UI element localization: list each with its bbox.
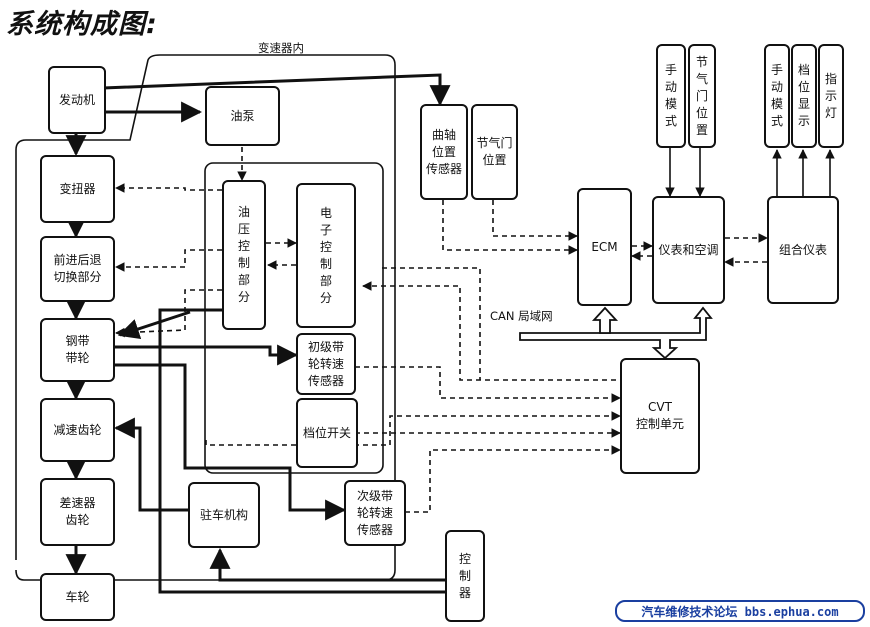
ele-char-5: 部 xyxy=(319,273,332,288)
ecm-block: ECM xyxy=(577,188,632,306)
il-char-1: 指 xyxy=(824,71,837,86)
cvt-line-2: 控制单元 xyxy=(635,417,684,431)
mm-b-char-4: 式 xyxy=(770,114,783,128)
ele-char-6: 分 xyxy=(319,290,332,305)
oil-pump-block: 油泵 xyxy=(205,86,280,146)
cvt-line-1: CVT xyxy=(648,400,672,414)
fwd-rev-switch-block: 前进后退 切换部分 xyxy=(40,236,115,302)
watermark: 汽车维修技术论坛 bbs.ephua.com xyxy=(615,600,865,622)
fwd-rev-line-1: 前进后退 xyxy=(53,253,102,267)
transmission-region-label: 变速器内 xyxy=(258,41,304,55)
parking-mechanism-block: 驻车机构 xyxy=(188,482,260,548)
crank-line-3: 传感器 xyxy=(425,161,462,176)
meter-ac-block: 仪表和空调 xyxy=(652,196,725,304)
hyd-char-3: 控 xyxy=(237,239,250,253)
sss-line-1: 次级带 xyxy=(356,488,393,503)
gear-display-block: 档 位 显 示 xyxy=(791,44,817,148)
pss-line-3: 传感器 xyxy=(307,373,344,388)
ele-char-4: 制 xyxy=(319,256,332,271)
manual-mode-input-block: 手 动 模 式 xyxy=(656,44,686,148)
mm-a-char-1: 手 xyxy=(664,63,677,77)
tps-line-1: 节气门 xyxy=(476,136,513,150)
hydraulic-control-block: 油 压 控 制 部 分 xyxy=(222,180,266,330)
il-char-3: 灯 xyxy=(824,105,837,120)
sss-line-3: 传感器 xyxy=(356,522,393,537)
belt-pulley-block: 钢带 带轮 xyxy=(40,318,115,382)
differential-gear-block: 差速器 齿轮 xyxy=(40,478,115,546)
tp-char-3: 门 xyxy=(695,88,708,103)
gd-char-3: 显 xyxy=(797,97,810,111)
torque-converter-block: 变扭器 xyxy=(40,155,115,223)
controller-block: 控 制 器 xyxy=(445,530,485,622)
crank-line-2: 位置 xyxy=(431,144,456,159)
mm-a-char-4: 式 xyxy=(664,114,677,128)
primary-speed-sensor-block: 初级带 轮转速 传感器 xyxy=(296,333,356,395)
engine-block: 发动机 xyxy=(48,66,106,134)
gd-char-4: 示 xyxy=(797,114,810,128)
hyd-char-6: 分 xyxy=(237,290,250,304)
wheel-block: 车轮 xyxy=(40,573,115,621)
cvt-control-unit-block: CVT 控制单元 xyxy=(620,358,700,474)
mm-b-char-1: 手 xyxy=(770,63,783,77)
gd-char-2: 位 xyxy=(797,80,810,94)
diff-line-2: 齿轮 xyxy=(65,513,90,527)
mm-b-char-2: 动 xyxy=(770,80,783,94)
crank-sensor-block: 曲轴 位置 传感器 xyxy=(420,104,468,200)
ctrl-char-3: 器 xyxy=(458,585,471,600)
ele-char-2: 子 xyxy=(319,222,332,237)
combo-meter-block: 组合仪表 xyxy=(767,196,839,304)
reduction-gear-block: 减速齿轮 xyxy=(40,398,115,462)
pss-line-1: 初级带 xyxy=(307,339,344,354)
manual-mode-output-block: 手 动 模 式 xyxy=(764,44,790,148)
diagram-title: 系统构成图: xyxy=(6,9,158,40)
throttle-position-block: 节气门 位置 xyxy=(471,104,518,200)
pss-line-2: 轮转速 xyxy=(307,356,344,371)
hyd-char-2: 压 xyxy=(237,222,250,236)
hyd-char-4: 制 xyxy=(237,256,250,270)
diff-line-1: 差速器 xyxy=(59,496,96,510)
tp-char-2: 气 xyxy=(695,71,708,86)
ele-char-1: 电 xyxy=(319,205,332,220)
ele-char-3: 控 xyxy=(319,239,332,254)
can-network-label: CAN 局域网 xyxy=(490,309,553,323)
mm-b-char-3: 模 xyxy=(770,97,783,111)
belt-line-1: 钢带 xyxy=(65,334,90,348)
hyd-char-5: 部 xyxy=(237,273,250,287)
fwd-rev-line-2: 切换部分 xyxy=(53,270,102,284)
gd-char-1: 档 xyxy=(797,63,810,77)
mm-a-char-2: 动 xyxy=(664,80,677,94)
indicator-lamp-block: 指 示 灯 xyxy=(818,44,844,148)
hyd-char-1: 油 xyxy=(237,205,250,219)
tp-char-4: 位 xyxy=(695,105,708,120)
tp-char-1: 节 xyxy=(695,54,708,69)
sss-line-2: 轮转速 xyxy=(356,505,393,520)
throttle-position-input-block: 节 气 门 位 置 xyxy=(688,44,716,148)
crank-line-1: 曲轴 xyxy=(431,127,456,142)
ctrl-char-2: 制 xyxy=(458,568,471,583)
il-char-2: 示 xyxy=(824,88,837,103)
electronic-control-block: 电 子 控 制 部 分 xyxy=(296,183,356,328)
tps-line-2: 位置 xyxy=(482,153,507,167)
range-switch-block: 档位开关 xyxy=(296,398,358,468)
tp-char-5: 置 xyxy=(695,122,708,137)
mm-a-char-3: 模 xyxy=(664,97,677,111)
belt-line-2: 带轮 xyxy=(65,351,90,365)
secondary-speed-sensor-block: 次级带 轮转速 传感器 xyxy=(344,480,406,546)
ctrl-char-1: 控 xyxy=(458,551,471,566)
